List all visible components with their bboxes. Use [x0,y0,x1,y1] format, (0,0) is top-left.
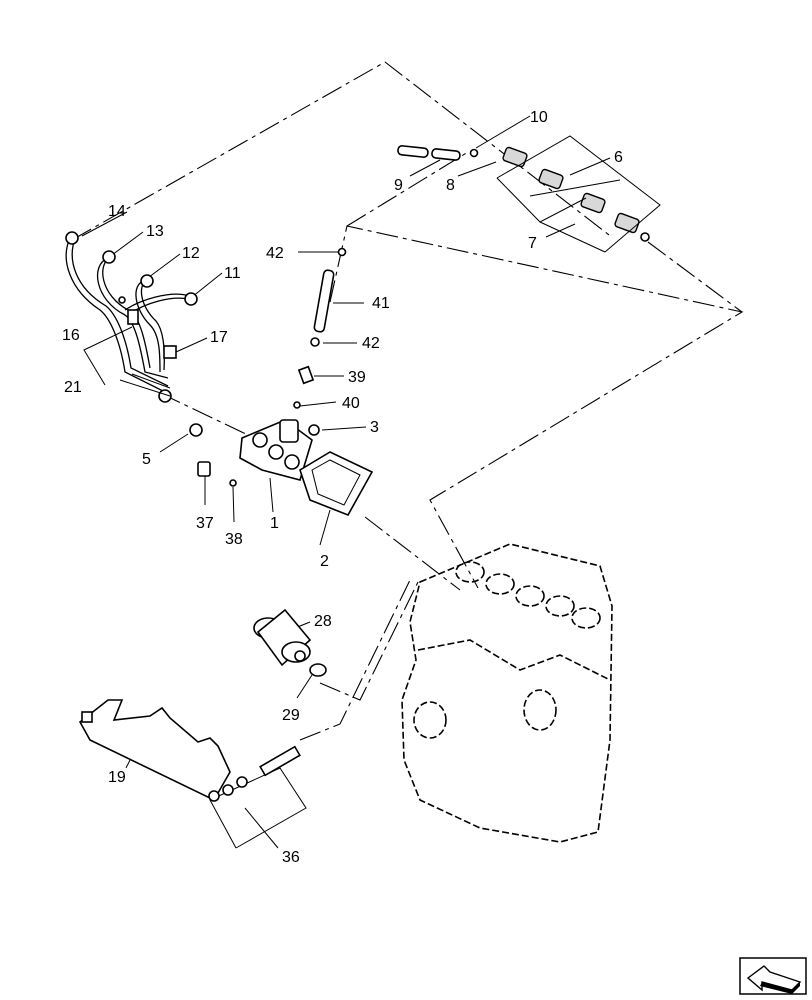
engine-block [401,543,613,843]
injector-group [397,135,661,253]
callout-7: 7 [528,235,537,252]
callout-3: 3 [370,419,379,436]
assembly-guide-lines [71,61,744,741]
callout-11: 11 [224,265,241,282]
callout-9: 9 [394,177,403,194]
callout-5: 5 [142,451,151,468]
callout-12: 12 [182,245,200,262]
injection-pump-assembly [189,247,374,517]
callout-17: 17 [210,329,228,346]
callout-10: 10 [530,109,548,126]
callout-40: 40 [342,395,360,412]
callout-13: 13 [146,223,164,240]
callout-36: 36 [282,849,300,866]
injection-lines [65,231,198,403]
callout-42-top: 42 [266,245,284,262]
callout-41: 41 [372,295,390,312]
callout-38: 38 [225,531,243,548]
callout-42-mid: 42 [362,335,380,352]
callout-21: 21 [64,379,82,396]
callout-leaders [81,115,611,849]
stop-solenoid [253,608,327,677]
callout-1: 1 [270,515,279,532]
callout-29: 29 [282,707,300,724]
callout-28: 28 [314,613,332,630]
callout-19: 19 [108,769,126,786]
callout-labels: 1 2 3 5 6 7 8 9 10 11 12 13 14 16 17 19 … [62,109,623,866]
callout-8: 8 [446,177,455,194]
callout-37: 37 [196,515,214,532]
callout-6: 6 [614,149,623,166]
callout-16: 16 [62,327,80,344]
callout-2: 2 [320,553,329,570]
callout-39: 39 [348,369,366,386]
glow-plug-busbar [78,699,301,802]
next-page-arrow-icon [746,965,802,994]
next-page-button[interactable] [739,957,807,995]
callout-14: 14 [108,203,126,220]
